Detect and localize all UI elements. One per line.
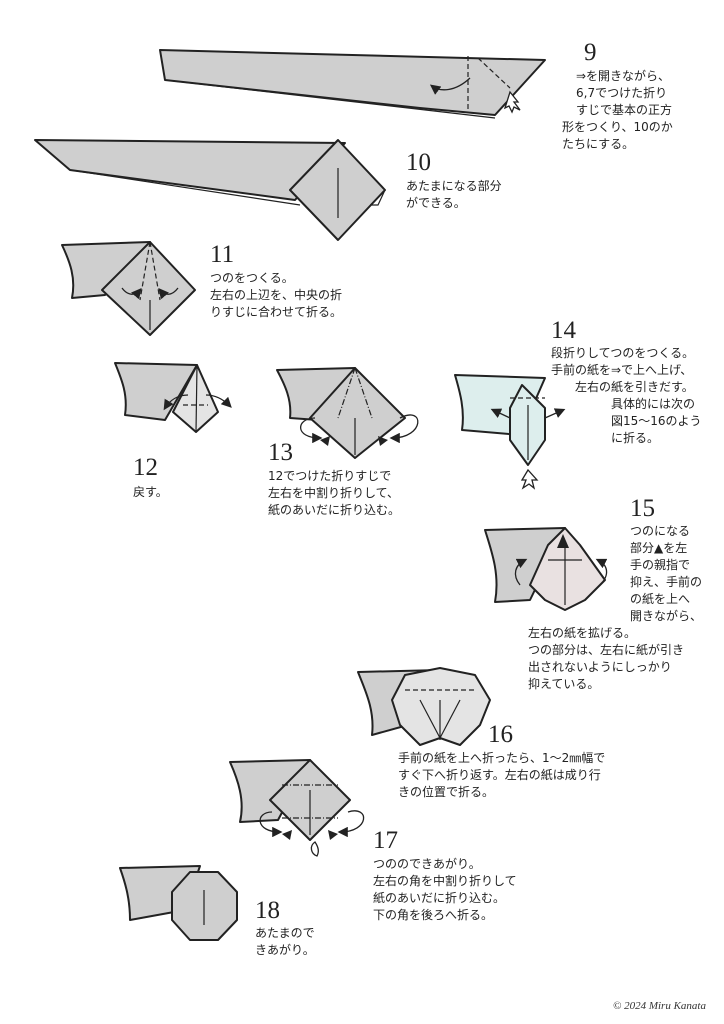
- step-9-line: 形をつくり、10のか: [562, 120, 673, 134]
- step-13-line: 12でつけた折りすじで: [268, 469, 392, 483]
- step-9-line: すじで基本の正方: [576, 103, 673, 117]
- step-17-line: つののできあがり。: [373, 857, 481, 871]
- step-16-number: 16: [488, 721, 513, 748]
- step-14-line: 段折りしてつのをつくる。: [551, 346, 695, 360]
- step-16-line: きの位置で折る。: [398, 785, 495, 799]
- step-10-number: 10: [406, 149, 431, 176]
- step-14-text: 段折りしてつのをつくる。 手前の紙を⇒で上へ上げ、 左右の紙を引きだす。 具体的…: [551, 345, 702, 447]
- figure-step-10: [34, 139, 386, 241]
- step-10-line: あたまになる部分: [406, 179, 502, 193]
- figure-step-11: [61, 241, 196, 336]
- step-15-line: 開きながら、: [630, 609, 703, 623]
- step-9-line: 6,7でつけた折り: [576, 86, 668, 100]
- step-15-line: つのになる: [630, 524, 691, 538]
- step-11-line: つのをつくる。: [210, 271, 294, 285]
- step-17-line: 下の角を後ろへ折る。: [373, 908, 494, 922]
- step-15-line: の紙を上へ: [630, 592, 691, 606]
- step-12-line: 戻す。: [133, 485, 168, 499]
- figure-step-14: [454, 374, 566, 490]
- curl-arrow-icon: [310, 841, 319, 857]
- step-15-text: つのになる 部分▲を左 手の親指で 抑え、手前の の紙を上へ 開きながら、 左右…: [528, 523, 702, 693]
- step-13-line: 紙のあいだに折り込む。: [268, 503, 401, 517]
- step-15-line: 左右の紙を拡げる。: [528, 626, 637, 640]
- step-11-text: つのをつくる。 左右の上辺を、中央の折 りすじに合わせて折る。: [210, 270, 342, 321]
- step-14-line: 手前の紙を⇒で上へ上げ、: [551, 363, 693, 377]
- step-14-line: 左右の紙を引きだす。: [575, 380, 694, 394]
- step-10-line: ができる。: [406, 196, 466, 210]
- step-11-line: りすじに合わせて折る。: [210, 305, 343, 319]
- figure-step-12: [114, 362, 232, 433]
- step-18-text: あたまので きあがり。: [255, 925, 315, 959]
- step-18-number: 18: [255, 897, 280, 924]
- step-15-number: 15: [630, 495, 655, 522]
- step-11-number: 11: [210, 241, 235, 268]
- figure-step-17: [229, 759, 365, 857]
- step-14-line: 図15～16のよう: [611, 414, 702, 428]
- step-17-line: 紙のあいだに折り込む。: [373, 891, 506, 905]
- open-arrow-icon: [503, 90, 521, 114]
- open-arrow-icon: [520, 468, 539, 490]
- step-14-number: 14: [551, 317, 576, 344]
- figure-step-18: [119, 865, 238, 941]
- step-14-line: 具体的には次の: [611, 397, 696, 411]
- figure-step-15: [484, 527, 608, 611]
- step-15-line: 出されないようにしっかり: [528, 660, 672, 674]
- figure-step-13: [276, 367, 419, 459]
- step-9-text: ⇒を開きながら、 6,7でつけた折り すじで基本の正方 形をつくり、10のか た…: [562, 68, 673, 153]
- step-14-line: に折る。: [611, 431, 660, 445]
- step-17-text: つののできあがり。 左右の角を中割り折りして 紙のあいだに折り込む。 下の角を後…: [373, 856, 517, 924]
- step-13-text: 12でつけた折りすじで 左右を中割り折りして、 紙のあいだに折り込む。: [268, 468, 400, 519]
- step-15-line: つの部分は、左右に紙が引き: [528, 643, 685, 657]
- step-15-line: 抑えている。: [528, 677, 600, 691]
- step-11-line: 左右の上辺を、中央の折: [210, 288, 343, 302]
- step-13-number: 13: [268, 439, 293, 466]
- step-15-line: 抑え、手前の: [630, 575, 703, 589]
- step-16-text: 手前の紙を上へ折ったら、1～2㎜幅で すぐ下へ折り返す。左右の紙は成り行 きの位…: [398, 750, 605, 801]
- step-17-number: 17: [373, 827, 398, 854]
- step-15-line: 手の親指で: [630, 558, 691, 572]
- step-9-line: たちにする。: [562, 137, 635, 151]
- step-17-line: 左右の角を中割り折りして: [373, 874, 517, 888]
- figure-step-16: [357, 667, 491, 746]
- step-9-number: 9: [584, 39, 597, 66]
- step-15-line: 部分▲を左: [630, 541, 688, 555]
- step-10-text: あたまになる部分 ができる。: [406, 178, 502, 212]
- step-12-number: 12: [133, 454, 158, 481]
- step-9-line: ⇒を開きながら、: [576, 69, 671, 83]
- step-18-line: あたまので: [255, 926, 315, 940]
- step-18-line: きあがり。: [255, 943, 315, 957]
- step-12-text: 戻す。: [133, 484, 168, 501]
- figure-step-9: [159, 49, 546, 119]
- step-16-line: すぐ下へ折り返す。左右の紙は成り行: [398, 768, 601, 782]
- step-13-line: 左右を中割り折りして、: [268, 486, 400, 500]
- copyright: © 2024 Miru Kanata: [612, 1000, 706, 1012]
- step-16-line: 手前の紙を上へ折ったら、1～2㎜幅で: [398, 751, 606, 765]
